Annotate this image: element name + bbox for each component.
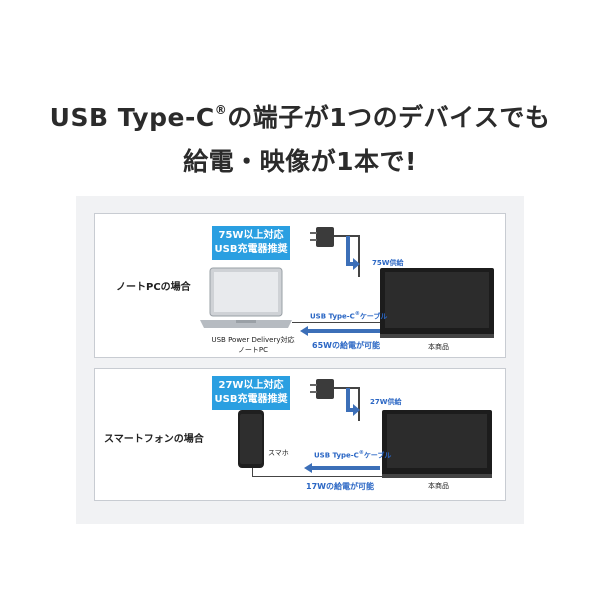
supply-arrow-icon — [346, 388, 360, 416]
phone-charger-badge: 27W以上対応 USB充電器推奨 — [212, 376, 290, 410]
phone-power-note: 17Wの給電が可能 — [306, 482, 374, 491]
supply-arrow-icon — [346, 236, 360, 270]
charger-cable-vertical — [358, 387, 360, 421]
laptop-charger-badge: 75W以上対応 USB充電器推奨 — [212, 226, 290, 260]
phone-device-caption: スマホ — [268, 449, 289, 457]
charger-icon — [310, 227, 334, 247]
charger-cable-vertical — [358, 235, 360, 277]
monitor-icon — [382, 410, 492, 478]
phone-monitor-caption: 本商品 — [428, 482, 449, 490]
laptop-monitor-caption: 本商品 — [428, 343, 449, 351]
power-delivery-arrow-icon — [300, 326, 380, 336]
power-delivery-arrow-icon — [304, 463, 380, 473]
laptop-cable-label: USB Type-C®ケーブル — [310, 311, 388, 321]
laptop-icon — [200, 267, 292, 328]
headline-line-2: 給電・映像が1本で! — [183, 147, 417, 176]
laptop-scenario-label: ノートPCの場合 — [116, 282, 191, 293]
phone-supply-label: 27W供給 — [370, 398, 402, 406]
monitor-icon — [380, 268, 494, 338]
charger-icon — [310, 379, 334, 399]
usb-c-cable — [252, 476, 382, 477]
laptop-device-caption: USB Power Delivery対応 ノートPC — [211, 336, 295, 354]
usb-c-cable — [252, 468, 253, 476]
phone-scenario-label: スマートフォンの場合 — [104, 434, 204, 445]
phone-cable-label: USB Type-C®ケーブル — [314, 450, 392, 460]
laptop-supply-label: 75W供給 — [372, 259, 404, 267]
headline-line-1: USB Type-C®の端子が1つのデバイスでも — [49, 102, 551, 132]
laptop-power-note: 65Wの給電が可能 — [312, 341, 380, 350]
smartphone-icon — [238, 410, 264, 468]
usb-c-cable — [292, 322, 380, 323]
